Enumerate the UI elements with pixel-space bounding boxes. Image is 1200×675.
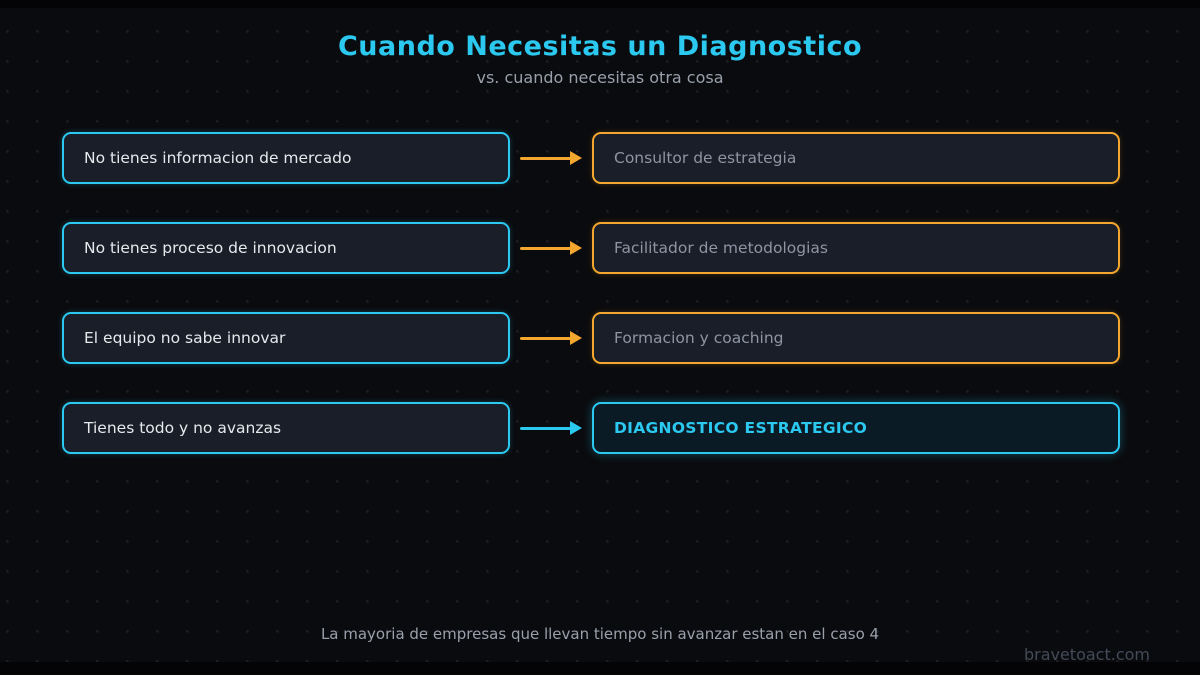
arrow-right-icon [520,331,582,345]
arrow-shaft [520,427,572,430]
solution-box: Facilitador de metodologias [592,222,1120,274]
top-letterbox-bar [0,0,1200,8]
solution-label: Formacion y coaching [614,329,784,347]
need-label: No tienes proceso de innovacion [84,239,337,257]
need-box: No tienes informacion de mercado [62,132,510,184]
page-title: Cuando Necesitas un Diagnostico [337,31,863,62]
diagram-row: No tienes informacion de mercado Consult… [0,132,1200,184]
diagram-row: El equipo no sabe innovar Formacion y co… [0,312,1200,364]
diagram-row: No tienes proceso de innovacion Facilita… [0,222,1200,274]
need-box: No tienes proceso de innovacion [62,222,510,274]
arrow-shaft [520,157,572,160]
need-label: El equipo no sabe innovar [84,329,286,347]
arrow-head [570,151,582,165]
arrow-right-icon [520,421,582,435]
arrow-shaft [520,247,572,250]
solution-label: DIAGNOSTICO ESTRATEGICO [614,419,868,437]
arrow-shaft [520,337,572,340]
page-subtitle: vs. cuando necesitas otra cosa [476,68,724,87]
need-label: No tienes informacion de mercado [84,149,352,167]
solution-box: Formacion y coaching [592,312,1120,364]
footer-note: La mayoria de empresas que llevan tiempo… [320,625,880,643]
arrow-head [570,421,582,435]
arrow-right-icon [520,151,582,165]
arrow-head [570,331,582,345]
watermark: bravetoact.com [1023,645,1150,664]
need-box: El equipo no sabe innovar [62,312,510,364]
solution-label: Consultor de estrategia [614,149,797,167]
bottom-letterbox-bar [0,662,1200,675]
arrow-head [570,241,582,255]
arrow-right-icon [520,241,582,255]
need-label: Tienes todo y no avanzas [84,419,282,437]
diagram-row-highlight: Tienes todo y no avanzas DIAGNOSTICO EST… [0,402,1200,454]
need-box: Tienes todo y no avanzas [62,402,510,454]
solution-box-diagnostico: DIAGNOSTICO ESTRATEGICO [592,402,1120,454]
solution-label: Facilitador de metodologias [614,239,828,257]
solution-box: Consultor de estrategia [592,132,1120,184]
